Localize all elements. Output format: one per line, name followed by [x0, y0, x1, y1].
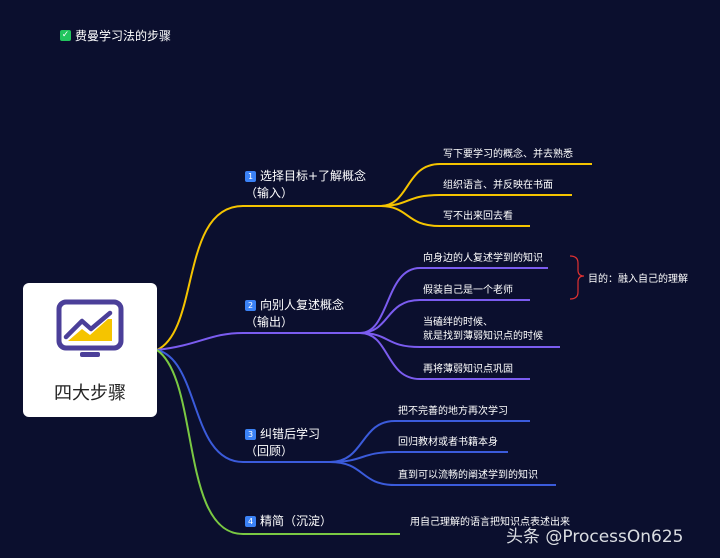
leaf-4-1[interactable]: 用自己理解的语言把知识点表述出来 — [410, 517, 570, 528]
leaf-2-4[interactable]: 再将薄弱知识点巩固 — [423, 364, 513, 375]
connector-b1-leaf1 — [379, 163, 592, 207]
map-title-text: 费曼学习法的步骤 — [75, 29, 172, 43]
connector-b2-leaf1 — [359, 267, 548, 334]
branch-3[interactable]: 3 纠错后学习 （回顾） — [245, 426, 320, 460]
branch-4-label: 精简（沉淀） — [260, 514, 333, 528]
connector-root-b3 — [156, 349, 330, 463]
branch-2-sub: （输出） — [245, 315, 294, 329]
note-purpose: 目的：融入自己的理解 — [588, 274, 688, 285]
connector-b3-leaf3 — [329, 461, 556, 486]
monitor-chart-icon — [56, 299, 124, 357]
branch-4[interactable]: 4 精简（沉淀） — [245, 513, 332, 530]
connector-b2-leaf4 — [359, 332, 530, 380]
leaf-2-1[interactable]: 向身边的人复述学到的知识 — [423, 253, 543, 264]
connector-root-b2 — [156, 332, 360, 351]
branch-3-label: 纠错后学习 — [260, 427, 321, 441]
connector-b2-leaf3 — [359, 332, 560, 348]
branch-1[interactable]: 1 选择目标+了解概念 （输入） — [245, 168, 366, 202]
connector-b1-leaf3 — [379, 205, 530, 227]
note-bracket — [569, 255, 585, 300]
number-badge-4: 4 — [245, 516, 256, 527]
leaf-1-1[interactable]: 写下要学习的概念、并去熟悉 — [443, 149, 573, 160]
branch-1-sub: （输入） — [245, 186, 294, 200]
connector-b1-leaf2 — [379, 194, 572, 207]
number-badge-1: 1 — [245, 171, 256, 182]
leaf-1-3[interactable]: 写不出来回去看 — [443, 211, 513, 222]
leaf-3-3[interactable]: 直到可以流畅的阐述学到的知识 — [398, 470, 538, 481]
connector-root-b4 — [156, 349, 400, 535]
leaf-2-2[interactable]: 假装自己是一个老师 — [423, 285, 513, 296]
number-badge-2: 2 — [245, 300, 256, 311]
branch-1-label: 选择目标+了解概念 — [260, 169, 367, 183]
connector-b3-leaf2 — [329, 451, 508, 463]
connector-b2-leaf2 — [359, 299, 530, 334]
check-icon: ✓ — [60, 30, 71, 41]
number-badge-3: 3 — [245, 429, 256, 440]
leaf-1-2[interactable]: 组织语言、并反映在书面 — [443, 180, 553, 191]
watermark: 头条 @ProcessOn625 — [506, 527, 684, 547]
leaf-2-3[interactable]: 当磕绊的时候、 就是找到薄弱知识点的时候 — [423, 316, 543, 344]
root-node[interactable]: 四大步骤 — [23, 283, 157, 417]
leaf-3-2[interactable]: 回归教材或者书籍本身 — [398, 437, 498, 448]
root-label: 四大步骤 — [54, 383, 126, 404]
connector-root-b1 — [156, 205, 380, 351]
connector-b3-leaf1 — [329, 420, 530, 463]
leaf-2-3-line1: 当磕绊的时候、 — [423, 317, 493, 328]
branch-3-sub: （回顾） — [245, 444, 294, 458]
branch-2-label: 向别人复述概念 — [260, 298, 345, 312]
branch-2[interactable]: 2 向别人复述概念 （输出） — [245, 297, 344, 331]
leaf-3-1[interactable]: 把不完善的地方再次学习 — [398, 406, 508, 417]
leaf-2-3-line2: 就是找到薄弱知识点的时候 — [423, 331, 543, 342]
map-title: ✓ 费曼学习法的步骤 — [60, 27, 171, 44]
